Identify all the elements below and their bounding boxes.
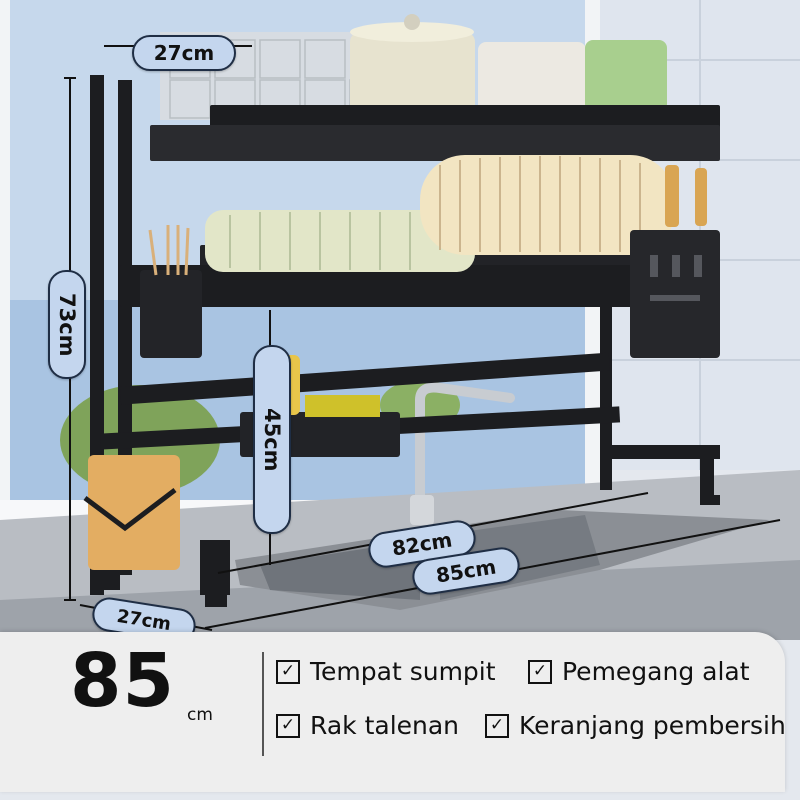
size-unit: cm: [187, 705, 213, 725]
clearance-label: 45cm: [253, 345, 291, 534]
height-label: 73cm: [48, 270, 86, 379]
chopstick-holder: [140, 270, 202, 358]
pot: [350, 32, 475, 122]
toaster: [585, 40, 667, 112]
check-icon: ✓: [485, 713, 509, 738]
saucepan: [478, 42, 586, 114]
feature-chopstick-holder: ✓ Tempat sumpit: [276, 657, 496, 686]
feature-label: Keranjang pembersih: [519, 711, 786, 740]
feature-cutting-board-rack: ✓ Rak talenan: [276, 711, 459, 740]
size-value: 85: [70, 638, 175, 724]
check-icon: ✓: [276, 659, 300, 684]
feature-label: Tempat sumpit: [310, 657, 496, 686]
feature-cleaning-basket: ✓ Keranjang pembersih: [485, 711, 786, 740]
cutting-board: [88, 455, 180, 570]
check-icon: ✓: [276, 713, 300, 738]
top-depth-label: 27cm: [132, 35, 236, 71]
rack-frame: [90, 75, 720, 607]
check-icon: ✓: [528, 659, 552, 684]
panel-divider: [262, 652, 264, 756]
plates: [205, 155, 675, 272]
feature-label: Pemegang alat: [562, 657, 750, 686]
info-panel: [0, 632, 785, 792]
feature-label: Rak talenan: [310, 711, 460, 740]
faucet: [415, 382, 515, 525]
utensil-holder: [630, 230, 720, 358]
feature-utensil-holder: ✓ Pemegang alat: [528, 657, 750, 686]
